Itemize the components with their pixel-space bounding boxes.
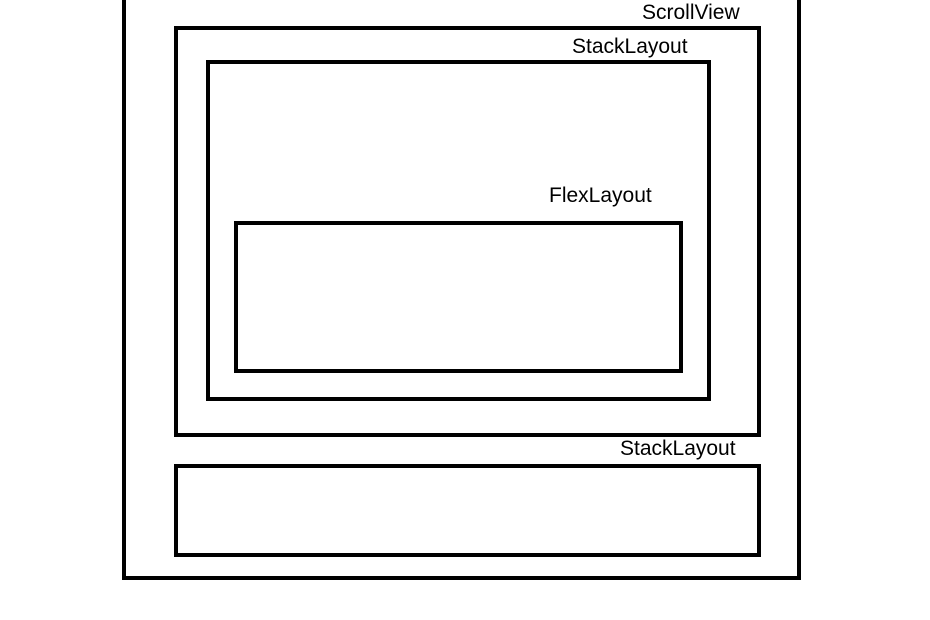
stacklayout-outer-box: [174, 26, 761, 437]
stacklayout-outer-label: StackLayout: [570, 35, 690, 59]
stacklayout-bottom-label: StackLayout: [618, 437, 738, 461]
flexlayout-box: [234, 221, 683, 373]
scrollview-box: [122, 0, 801, 580]
stacklayout-bottom-box: [174, 464, 761, 557]
scrollview-label: ScrollView: [640, 1, 742, 25]
inner-container-box: [206, 60, 711, 401]
flexlayout-label: FlexLayout: [547, 184, 654, 208]
